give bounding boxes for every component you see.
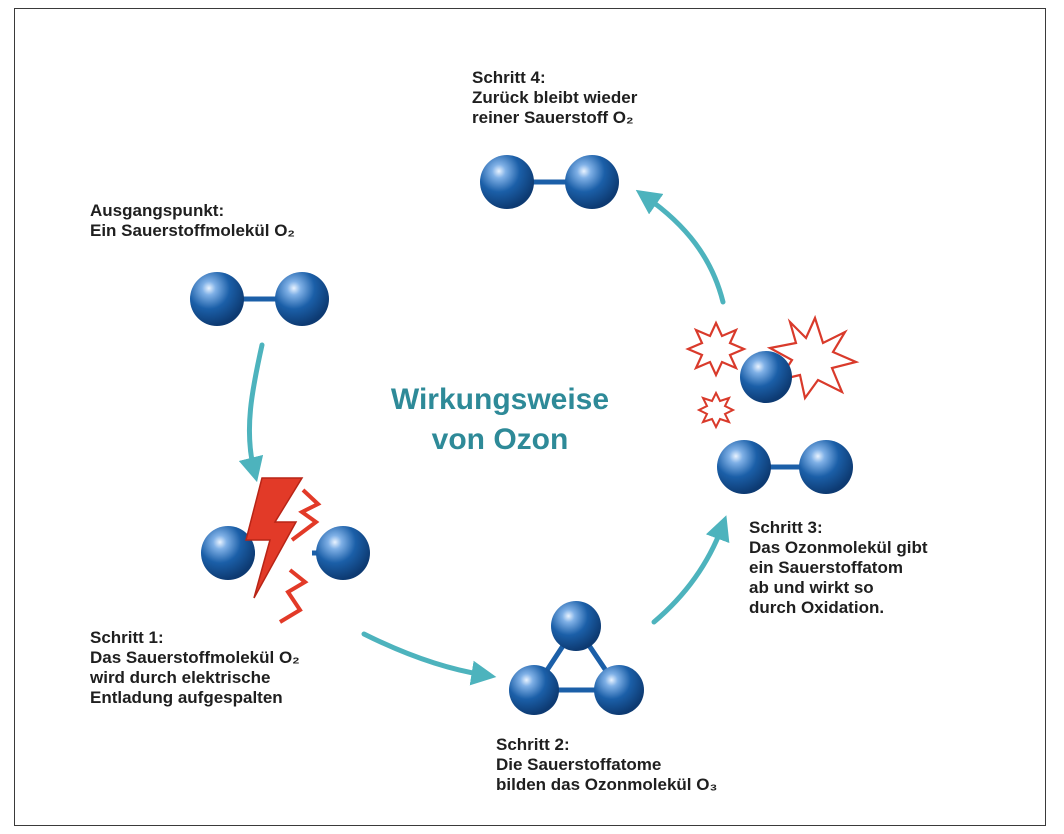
arrow-start-to-step1 [238, 342, 265, 483]
start-o2-molecule [190, 272, 329, 326]
label-heading: Ausgangspunkt: [90, 201, 225, 220]
step2-ozone-molecule [509, 601, 644, 715]
lightning-bolt-icon [245, 477, 322, 624]
label-text: reiner Sauerstoff O₂ [472, 108, 634, 127]
oxygen-atom [717, 440, 771, 494]
oxygen-atom [275, 272, 329, 326]
diagram-frame [14, 8, 1046, 826]
oxygen-atom [480, 155, 534, 209]
oxygen-atom [316, 526, 370, 580]
spark-icon [696, 390, 736, 430]
label-text: Ein Sauerstoffmolekül O₂ [90, 221, 295, 240]
label-step1: Schritt 1: Das Sauerstoffmolekül O₂ wird… [90, 628, 300, 708]
label-text: Das Sauerstoffmolekül O₂ [90, 648, 300, 667]
label-text: wird durch elektrische [90, 668, 271, 687]
oxygen-atom [551, 601, 601, 651]
title-line: Wirkungsweise [390, 383, 610, 416]
label-text: Die Sauerstoffatome [496, 755, 662, 774]
label-heading: Schritt 4: [472, 68, 546, 87]
label-text: Zurück bleibt wieder [472, 88, 638, 107]
label-text: Entladung aufgespalten [90, 688, 283, 707]
label-step3: Schritt 3: Das Ozonmolekül gibt ein Saue… [749, 518, 928, 618]
diagram-title: Wirkungsweise von Ozon [340, 380, 660, 460]
cycle-arrows [238, 189, 730, 686]
oxygen-atom [201, 526, 255, 580]
label-text: durch Oxidation. [749, 598, 885, 617]
step3-oxidation [685, 314, 860, 494]
oxygen-atom [509, 665, 559, 715]
oxygen-atom [190, 272, 244, 326]
label-heading: Schritt 2: [496, 735, 570, 754]
oxygen-atom [565, 155, 619, 209]
step4-o2-molecule [480, 155, 619, 209]
label-text: ein Sauerstoffatom [749, 558, 903, 577]
title-line: von Ozon [431, 423, 569, 456]
label-heading: Schritt 1: [90, 628, 164, 647]
arrow-step1-to-step2 [361, 631, 497, 686]
bond-triangle [529, 621, 624, 693]
oxygen-atom [594, 665, 644, 715]
label-text: ab und wirkt so [749, 578, 874, 597]
spark-icon [766, 314, 860, 401]
arrow-step3-to-step4 [635, 189, 726, 305]
label-step2: Schritt 2: Die Sauerstoffatome bilden da… [496, 735, 717, 795]
label-text: Das Ozonmolekül gibt [749, 538, 928, 557]
step1-split-molecule [201, 477, 370, 624]
arrow-step2-to-step3 [651, 515, 730, 625]
released-oxygen-atom [740, 351, 792, 403]
oxygen-atom [799, 440, 853, 494]
spark-icon [685, 320, 747, 378]
label-heading: Schritt 3: [749, 518, 823, 537]
label-step4: Schritt 4: Zurück bleibt wieder reiner S… [472, 68, 637, 128]
label-text: bilden das Ozonmolekül O₃ [496, 775, 718, 794]
label-start: Ausgangspunkt: Ein Sauerstoffmolekül O₂ [90, 201, 295, 241]
